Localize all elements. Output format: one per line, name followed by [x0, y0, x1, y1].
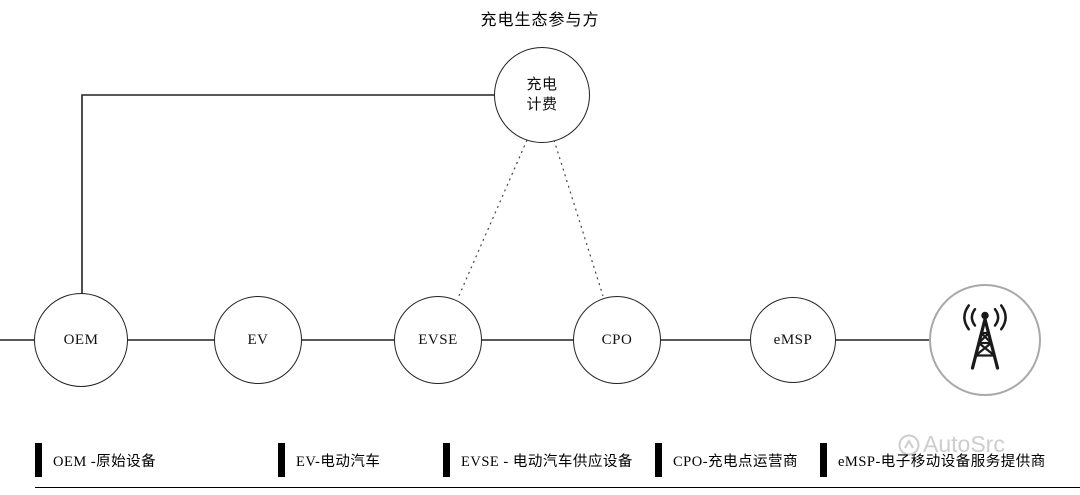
node-oem: OEM — [34, 293, 128, 387]
node-oem-label: OEM — [63, 331, 99, 348]
node-cpo: CPO — [573, 296, 661, 384]
legend-item-cpo: CPO-充电点运营商 — [655, 443, 798, 477]
billing-cpo-dotted-line — [553, 139, 604, 297]
node-evse: EVSE — [394, 296, 482, 384]
node-evse-label: EVSE — [418, 331, 458, 348]
node-emsp: eMSP — [750, 297, 836, 383]
oem-billing-connector-line — [81, 94, 496, 296]
node-cpo-label: CPO — [601, 331, 633, 348]
watermark: AutoSrc — [898, 431, 1005, 458]
node-network — [929, 284, 1041, 396]
autosrc-logo-icon — [898, 434, 920, 456]
node-charging-billing-label-line1: 充电 — [526, 76, 558, 93]
legend-item-ev-label: EV-电动汽车 — [296, 453, 381, 470]
legend-item-ev: EV-电动汽车 — [278, 443, 380, 477]
legend-item-evse-label: EVSE - 电动汽车供应设备 — [461, 453, 633, 470]
node-ev: EV — [214, 296, 302, 384]
node-charging-billing: 充电 计费 — [494, 47, 590, 143]
bottom-divider-line — [35, 487, 1080, 488]
legend-item-emsp-label: eMSP-电子移动设备服务提供商 — [838, 453, 1046, 470]
diagram-title: 充电生态参与方 — [480, 12, 600, 29]
radio-tower-icon — [954, 303, 1016, 378]
watermark-text: AutoSrc — [923, 431, 1005, 457]
legend-item-oem-label: OEM -原始设备 — [53, 453, 157, 470]
legend-item-emsp: eMSP-电子移动设备服务提供商 — [820, 443, 1046, 477]
legend-item-oem: OEM -原始设备 — [35, 443, 156, 477]
node-ev-label: EV — [247, 331, 269, 348]
node-emsp-label: eMSP — [773, 331, 813, 348]
billing-evse-dotted-line — [457, 139, 528, 299]
node-charging-billing-label-line2: 计费 — [526, 97, 558, 113]
legend-item-cpo-label: CPO-充电点运营商 — [673, 453, 799, 470]
legend-item-evse: EVSE - 电动汽车供应设备 — [443, 443, 633, 477]
